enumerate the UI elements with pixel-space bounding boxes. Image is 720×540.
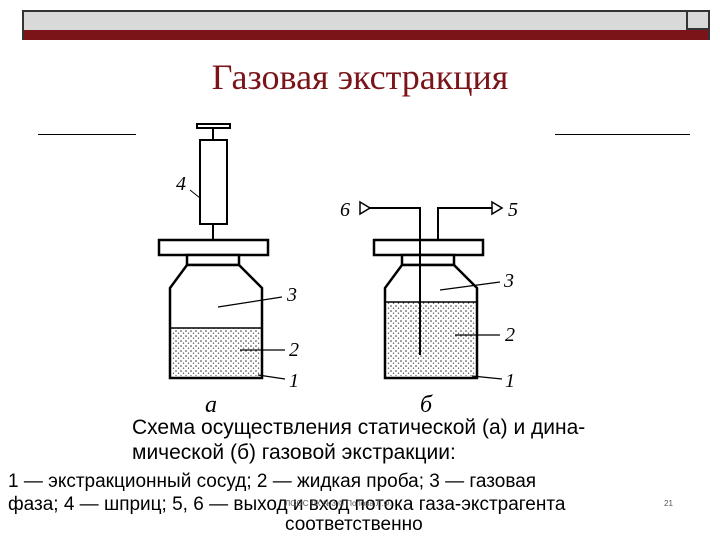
header-corner-box: [686, 10, 710, 30]
inlet-tube: [367, 207, 421, 355]
slide-title: Газовая экстракция: [211, 57, 509, 97]
header-bar: [22, 10, 710, 40]
vessel-b: [359, 200, 504, 380]
legend-line-3: соответственно: [285, 514, 423, 535]
label-5: 5: [508, 199, 518, 221]
legend-line-1: 1 — экстракционный сосуд; 2 — жидкая про…: [8, 471, 537, 492]
legend-line-2: фаза; 4 — шприц; 5, 6 — выход и вход пот…: [8, 494, 566, 515]
label-a: а: [205, 392, 217, 418]
vessel-b-neck: [400, 253, 456, 267]
rule-right: [555, 134, 690, 135]
label-2-b: 2: [505, 324, 515, 346]
label-1-b: 1: [505, 370, 515, 392]
syringe-plunger-cap: [196, 123, 231, 129]
vessel-a-liquid: [172, 328, 260, 376]
label-3-a: 3: [286, 284, 297, 306]
header-accent-stripe: [24, 30, 708, 40]
vessel-a-neck: [185, 253, 241, 267]
slide-footer: ЛООС ЛК №3 © Попова Л.Ф.: [285, 499, 392, 508]
outlet-arrow: [491, 200, 504, 216]
rule-left: [38, 134, 136, 135]
vessel-a-cap: [157, 238, 270, 257]
vessel-a: [157, 123, 286, 380]
syringe-barrel: [199, 139, 228, 225]
vessel-b-liquid: [387, 302, 475, 376]
label-b: б: [420, 392, 433, 418]
label-1-a: 1: [289, 370, 299, 392]
label-3-b: 3: [503, 270, 514, 292]
label-2-a: 2: [289, 339, 299, 361]
caption-line-2: мической (б) газовой экстракции:: [132, 441, 456, 464]
vessel-b-cap: [372, 238, 485, 257]
label-4: 4: [176, 173, 186, 195]
caption-line-1: Схема осуществления статической (а) и ди…: [132, 416, 586, 439]
outlet-tube: [437, 207, 492, 240]
label-6: 6: [340, 199, 350, 221]
inlet-arrow: [359, 200, 372, 216]
slide-page-number: 21: [664, 499, 673, 508]
